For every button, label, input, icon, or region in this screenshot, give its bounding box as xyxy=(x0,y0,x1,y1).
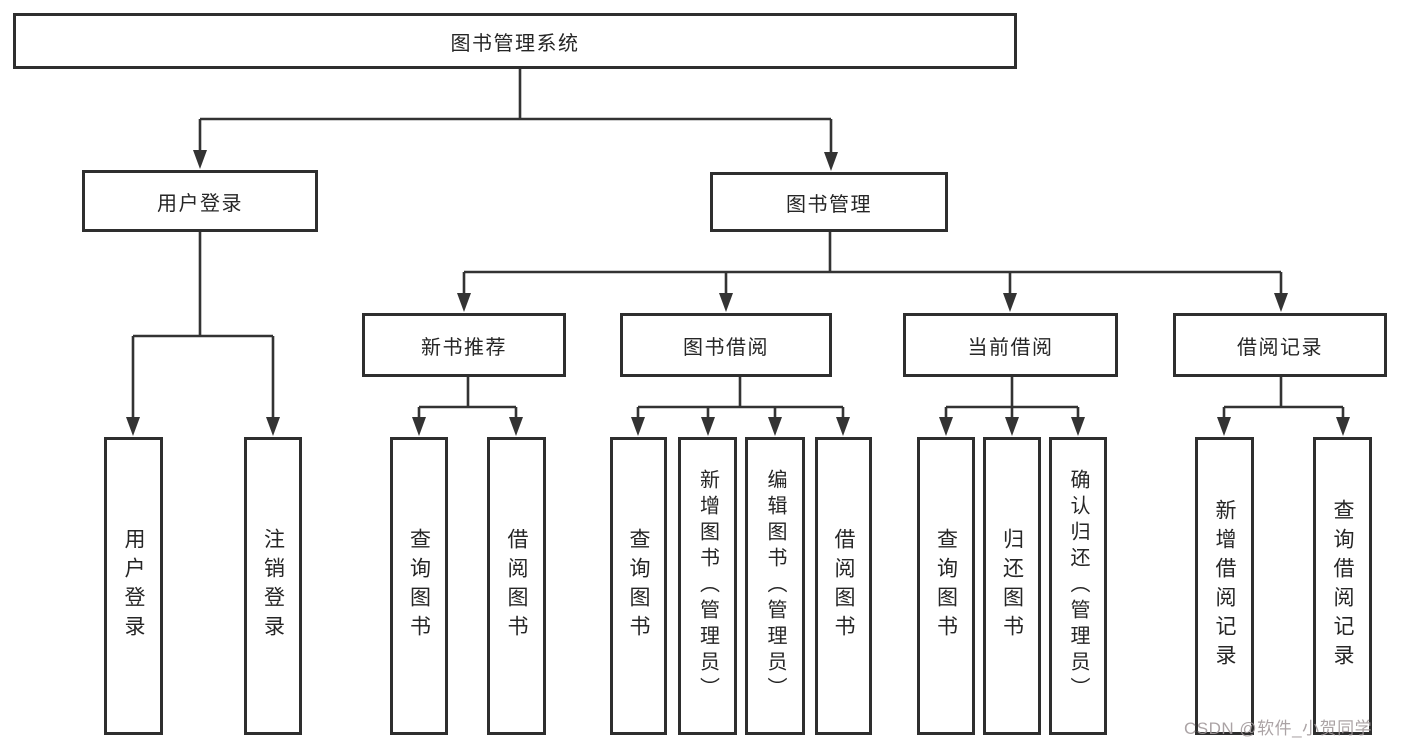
csdn-watermark: CSDN @软件_小贺同学 xyxy=(1184,719,1373,738)
node-user-login: 用户登录 xyxy=(82,170,318,232)
leaf-user-login: 用户登录 xyxy=(104,437,163,735)
node-label: 查询图书 xyxy=(407,528,431,644)
leaf-query-books-current: 查询图书 xyxy=(917,437,975,735)
leaf-borrow-books-recommend: 借阅图书 xyxy=(487,437,546,735)
node-label: 图书管理 xyxy=(786,193,872,216)
node-label: 查询借阅记录 xyxy=(1331,499,1354,673)
leaf-add-books-admin: 新增图书（管理员） xyxy=(678,437,737,735)
node-label: 借阅记录 xyxy=(1237,336,1323,359)
node-new-book-recommendation: 新书推荐 xyxy=(362,313,566,377)
leaf-confirm-return-admin: 确认归还（管理员） xyxy=(1049,437,1107,735)
node-label: 查询图书 xyxy=(934,528,958,644)
leaf-edit-books-admin: 编辑图书（管理员） xyxy=(745,437,805,735)
node-label: 借阅图书 xyxy=(832,528,855,644)
node-book-borrowing: 图书借阅 xyxy=(620,313,832,377)
node-label: 新增借阅记录 xyxy=(1213,499,1236,673)
node-label: 确认归还（管理员） xyxy=(1067,469,1089,703)
node-library-management-system: 图书管理系统 xyxy=(13,13,1017,69)
node-label: 归还图书 xyxy=(1000,528,1024,644)
node-borrowing-records: 借阅记录 xyxy=(1173,313,1387,377)
node-label: 编辑图书（管理员） xyxy=(764,469,786,703)
leaf-logout: 注销登录 xyxy=(244,437,302,735)
node-label: 用户登录 xyxy=(157,192,243,215)
node-label: 当前借阅 xyxy=(967,336,1054,359)
leaf-borrow-books: 借阅图书 xyxy=(815,437,872,735)
node-label: 查询图书 xyxy=(627,528,650,644)
node-label: 用户登录 xyxy=(122,528,145,644)
leaf-query-borrow-record: 查询借阅记录 xyxy=(1313,437,1372,735)
node-label: 新增图书（管理员） xyxy=(696,469,719,703)
leaf-add-borrow-record: 新增借阅记录 xyxy=(1195,437,1254,735)
node-label: 新书推荐 xyxy=(421,336,507,359)
node-label: 借阅图书 xyxy=(505,528,528,644)
node-current-borrowing: 当前借阅 xyxy=(903,313,1118,377)
node-label: 图书管理系统 xyxy=(450,32,580,55)
leaf-query-books-recommend: 查询图书 xyxy=(390,437,448,735)
node-label: 图书借阅 xyxy=(683,336,769,359)
node-label: 注销登录 xyxy=(261,528,285,644)
leaf-return-books: 归还图书 xyxy=(983,437,1041,735)
leaf-query-books-borrow: 查询图书 xyxy=(610,437,667,735)
node-book-management: 图书管理 xyxy=(710,172,948,232)
